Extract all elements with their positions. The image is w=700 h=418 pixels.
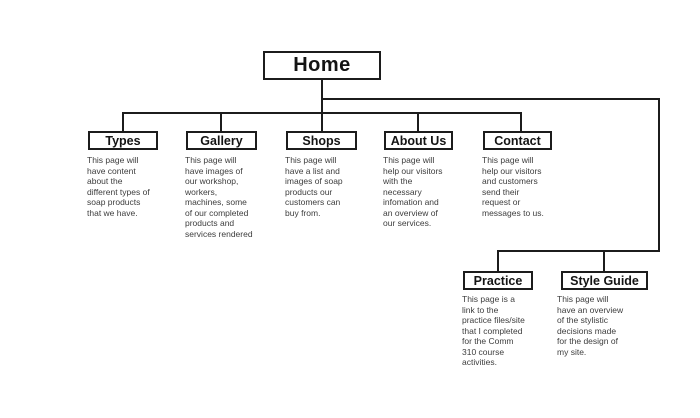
node-about-us: About Us (384, 131, 453, 150)
connector-stub-style-guide (603, 250, 605, 272)
node-home-label: Home (293, 54, 351, 76)
connector-children-bus (122, 112, 522, 114)
description-gallery: This page will have images of our worksh… (185, 155, 253, 239)
node-gallery-label: Gallery (200, 133, 243, 148)
connector-stub-gallery (220, 112, 222, 131)
node-types: Types (88, 131, 158, 150)
connector-stub-types (122, 112, 124, 131)
description-types: This page will have content about the di… (87, 155, 150, 218)
connector-right-rail (658, 98, 660, 252)
connector-home-stem (321, 80, 323, 131)
node-about-us-label: About Us (390, 133, 447, 148)
description-style-guide: This page will have an overview of the s… (557, 294, 624, 357)
description-contact: This page will help our visitors and cus… (482, 155, 544, 218)
description-practice: This page is a link to the practice file… (462, 294, 525, 368)
connector-stub-about-us (417, 112, 419, 131)
node-shops: Shops (286, 131, 357, 150)
node-gallery: Gallery (186, 131, 257, 150)
node-contact-label: Contact (494, 133, 541, 148)
description-about-us: This page will help our visitors with th… (383, 155, 443, 229)
node-practice: Practice (463, 271, 533, 290)
node-home: Home (263, 51, 381, 80)
description-shops: This page will have a list and images of… (285, 155, 343, 218)
connector-right-branch (321, 98, 660, 100)
node-style-guide: Style Guide (561, 271, 648, 290)
connector-stub-contact (520, 112, 522, 131)
node-style-guide-label: Style Guide (570, 273, 639, 288)
node-practice-label: Practice (473, 273, 523, 288)
connector-secondary-bus (497, 250, 660, 252)
node-shops-label: Shops (302, 133, 341, 148)
connector-stub-practice (497, 250, 499, 272)
node-types-label: Types (105, 133, 141, 148)
node-contact: Contact (483, 131, 552, 150)
